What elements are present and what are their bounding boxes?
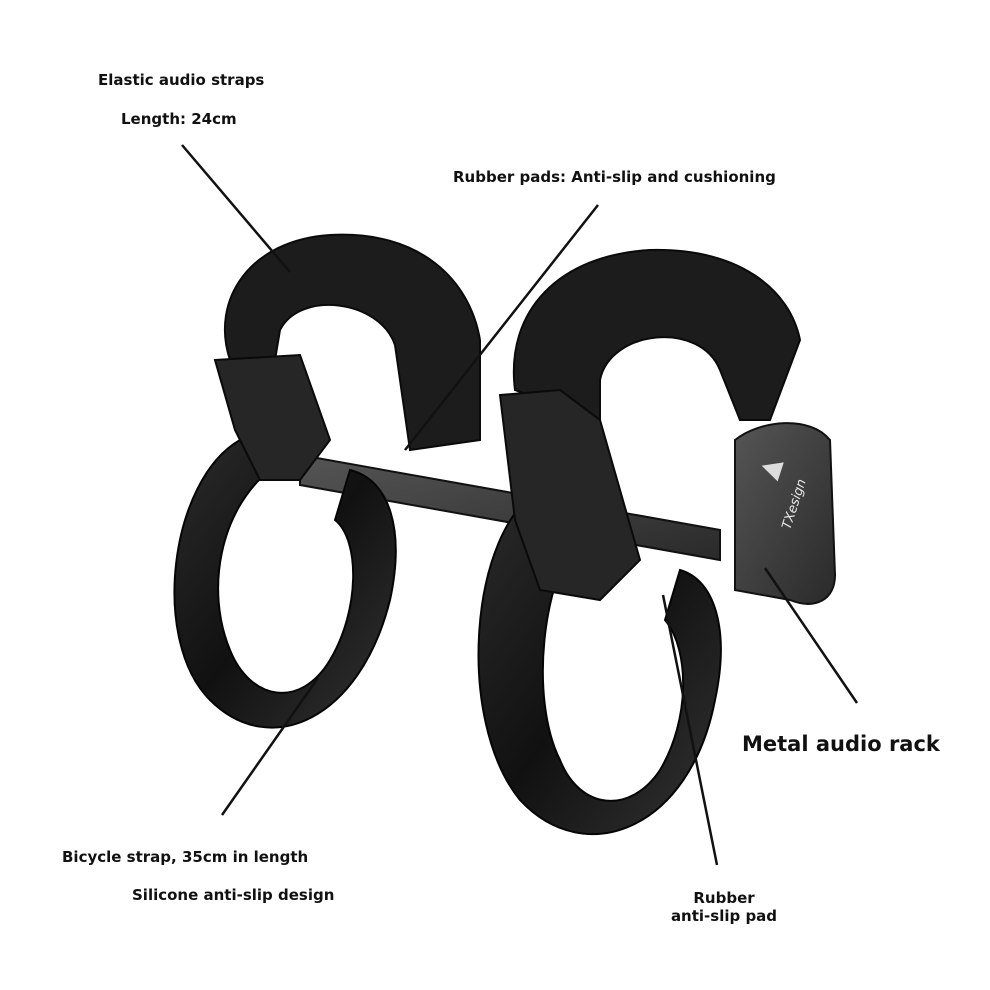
leader-line-bicycle-strap [220, 677, 320, 816]
leader-line-elastic-straps [181, 144, 291, 273]
label-metal-rack: Metal audio rack [742, 732, 940, 756]
leader-line-rubber-pad [661, 594, 719, 866]
leader-line-metal-rack [763, 567, 859, 704]
right-clip [498, 388, 642, 602]
label-rubber-pads: Rubber pads: Anti-slip and cushioning [453, 168, 776, 186]
label-silicone-design: Silicone anti-slip design [132, 886, 335, 904]
leader-line-rubber-pads [404, 204, 599, 451]
left-elastic-strap [224, 233, 481, 452]
brand-logo-icon [761, 462, 784, 482]
label-length-24: Length: 24cm [121, 110, 237, 128]
left-bicycle-strap [173, 438, 397, 729]
label-rubber-anti-slip-pad: Rubber anti-slip pad [664, 889, 784, 925]
label-rubber-line1: Rubber [693, 889, 755, 907]
label-rubber-line2: anti-slip pad [670, 907, 778, 925]
metal-audio-rack-plate [734, 422, 837, 605]
left-clip [213, 353, 332, 481]
right-elastic-strap [512, 248, 802, 422]
label-elastic-straps: Elastic audio straps [98, 71, 265, 89]
label-bicycle-strap: Bicycle strap, 35cm in length [62, 848, 309, 866]
